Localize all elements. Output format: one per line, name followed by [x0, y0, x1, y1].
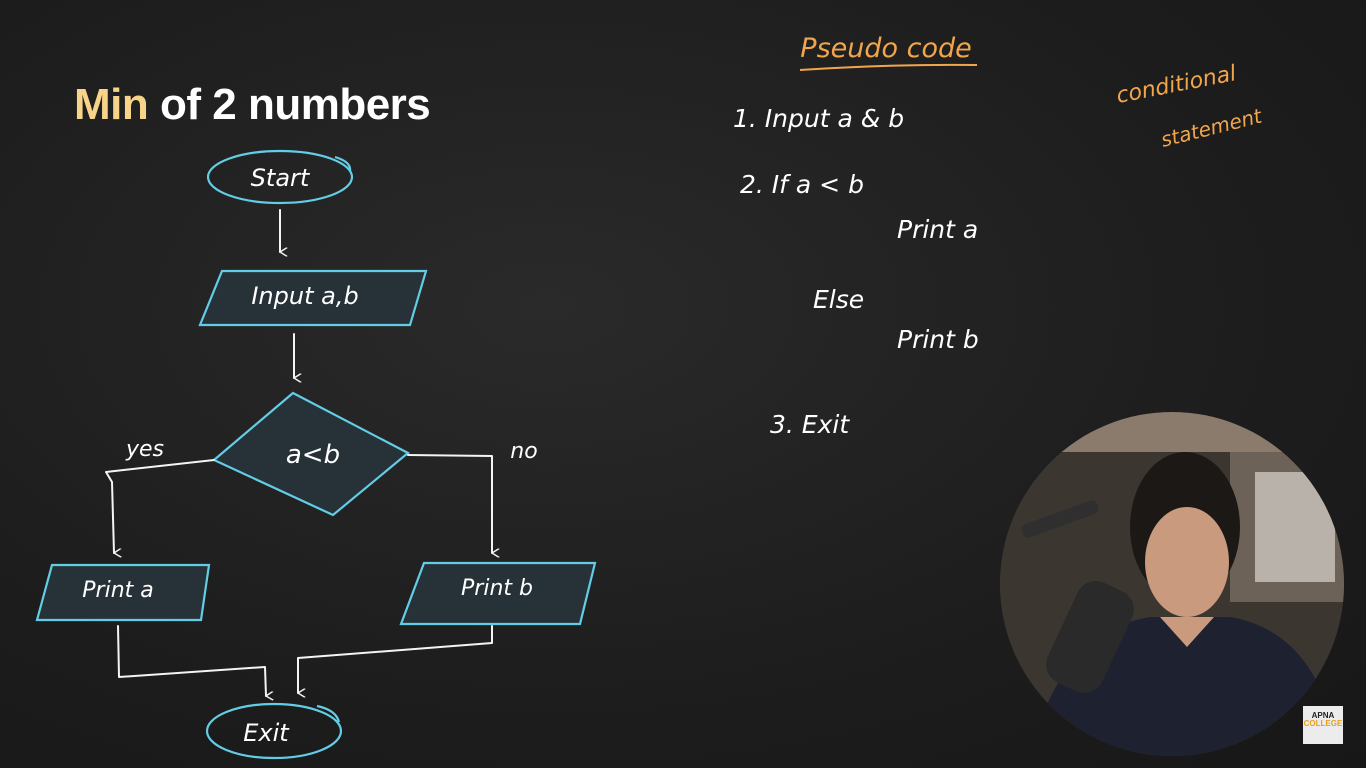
side-note: conditional statement	[1114, 61, 1265, 152]
input-label: Input a,b	[251, 282, 358, 310]
print-b-parallelogram	[399, 561, 597, 626]
start-ellipse	[206, 149, 354, 205]
pseudocode-line-4: Else	[813, 285, 864, 314]
start-flourish	[334, 155, 352, 173]
note-line-1: conditional	[1114, 61, 1238, 109]
exit-label: Exit	[243, 719, 290, 747]
yes-label: yes	[125, 437, 164, 462]
start-label: Start	[251, 164, 311, 192]
logo-line-1: APNA	[1311, 711, 1335, 720]
pseudocode: Pseudo code 1. Input a & b 2. If a < b P…	[733, 33, 979, 439]
title-accent: Min	[74, 80, 149, 129]
exit-node: Exit	[205, 702, 343, 760]
decision-node: a<b	[211, 391, 410, 517]
input-parallelogram	[198, 269, 428, 327]
exit-ellipse	[205, 702, 343, 760]
presenter-video	[1000, 412, 1344, 756]
print-b-label: Print b	[461, 576, 533, 601]
decision-diamond	[211, 391, 410, 517]
page-title: Min of 2 numbers	[74, 80, 431, 130]
pseudocode-line-2: 2. If a < b	[740, 170, 864, 199]
arrow-print-a-to-exit	[117, 625, 266, 696]
pseudocode-heading: Pseudo code	[800, 33, 971, 64]
title-rest: of 2 numbers	[160, 80, 431, 129]
arrow-yes-branch	[105, 459, 215, 553]
start-node: Start	[206, 149, 354, 205]
pseudocode-line-6: 3. Exit	[770, 410, 850, 439]
print-a-parallelogram	[35, 563, 211, 622]
logo-line-2: COLLEGE	[1303, 719, 1343, 729]
presenter-illustration	[1000, 412, 1344, 756]
pseudocode-line-1: 1. Input a & b	[733, 104, 904, 133]
print-a-label: Print a	[82, 578, 153, 603]
decision-label: a<b	[286, 440, 340, 470]
note-line-2: statement	[1158, 103, 1265, 151]
print-b-node: Print b	[399, 561, 597, 626]
pseudocode-underline	[799, 63, 978, 71]
arrow-print-b-to-exit	[297, 625, 493, 693]
arrow-no-branch	[407, 454, 492, 553]
exit-flourish	[316, 704, 341, 723]
no-label: no	[510, 439, 537, 464]
pseudocode-line-3: Print a	[897, 215, 978, 244]
print-a-node: Print a	[35, 563, 211, 622]
pseudocode-line-5: Print b	[897, 325, 979, 354]
input-node: Input a,b	[198, 269, 428, 327]
apna-college-logo: APNA COLLEGE	[1303, 706, 1343, 744]
